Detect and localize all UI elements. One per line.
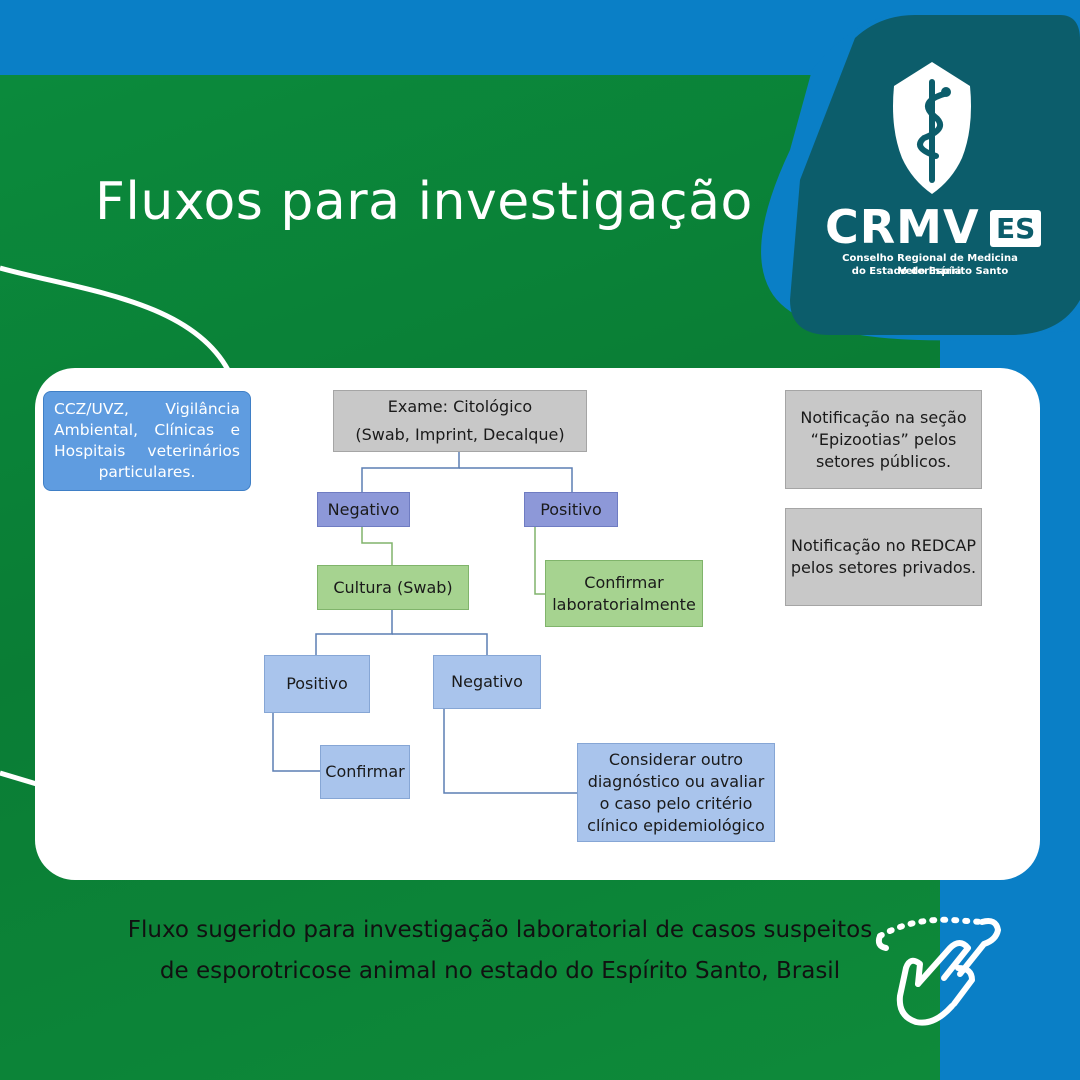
notificacao-publica-box: Notificação na seção “Epizootias” pelos … — [785, 390, 982, 489]
positivo-box-2: Positivo — [264, 655, 370, 713]
flowchart-connectors — [272, 452, 577, 794]
logo-es-badge: ES — [990, 210, 1042, 247]
root-exam-line2: (Swab, Imprint, Decalque) — [355, 425, 565, 444]
root-exam-box: Exame: Citológico (Swab, Imprint, Decalq… — [333, 390, 587, 452]
logo-crmv-text: CRMV — [825, 200, 980, 254]
positivo-box-1: Positivo — [524, 492, 618, 527]
negativo-box-2: Negativo — [433, 655, 541, 709]
confirmar-lab-box: Confirmar laboratorialmente — [545, 560, 703, 627]
source-box: CCZ/UVZ, Vigilância Ambiental, Clínicas … — [43, 391, 251, 491]
notificacao-privada-box: Notificação no REDCAP pelos setores priv… — [785, 508, 982, 606]
figure-caption: Fluxo sugerido para investigação laborat… — [127, 917, 873, 984]
considerar-box: Considerar outro diagnóstico ou avaliar … — [577, 743, 775, 842]
negativo-box-1: Negativo — [317, 492, 410, 527]
decorative-lines — [0, 265, 231, 788]
caduceus-shield-icon — [893, 62, 971, 194]
cultura-box: Cultura (Swab) — [317, 565, 469, 610]
logo-subtitle-2: do Estado do Espírito Santo — [851, 266, 1009, 277]
confirmar-box: Confirmar — [320, 745, 410, 799]
root-exam-line1: Exame: Citológico — [387, 397, 533, 416]
tap-hand-icon — [875, 916, 1001, 1026]
flowchart-card: CCZ/UVZ, Vigilância Ambiental, Clínicas … — [35, 368, 1040, 880]
logo-subtitle-1: Conselho Regional de Medicina Veterinári… — [842, 253, 1018, 277]
page-title: Fluxos para investigação — [95, 172, 753, 232]
